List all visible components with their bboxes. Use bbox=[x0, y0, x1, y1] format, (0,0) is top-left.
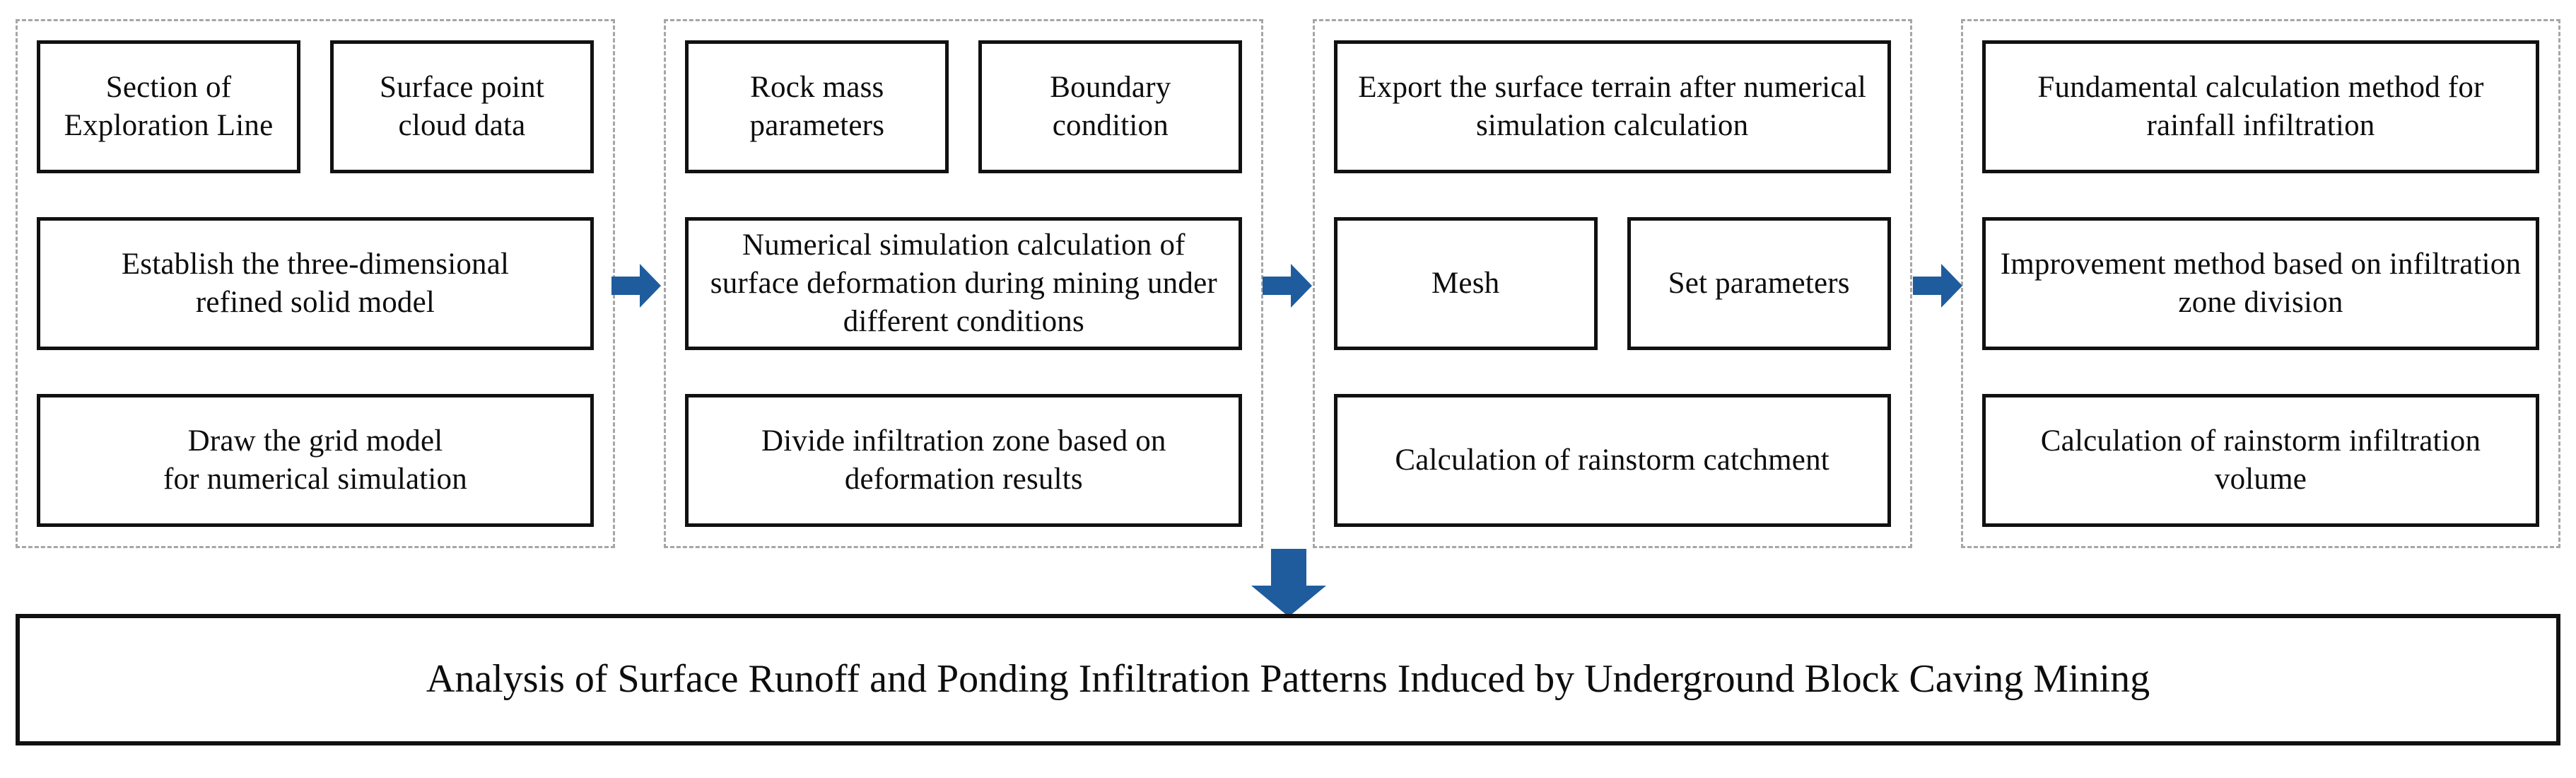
stage2-row-1: Rock mass parameters Boundary condition bbox=[685, 40, 1243, 173]
node-line-2: volume bbox=[2214, 463, 2307, 496]
node-line-2: refined solid model bbox=[195, 286, 435, 319]
node-calculation-of-rainstorm-infiltration-volume[interactable]: Calculation of rainstorm infiltration vo… bbox=[1981, 394, 2539, 527]
node-improvement-method-infiltration-zone-division[interactable]: Improvement method based on infiltration… bbox=[1981, 217, 2539, 350]
node-line-2: Exploration Line bbox=[64, 109, 274, 142]
stage1-row-2: Establish the three-dimensional refined … bbox=[37, 217, 594, 350]
stage3-row-3: Calculation of rainstorm catchment bbox=[1333, 394, 1891, 527]
stage2-row-3: Divide infiltration zone based on deform… bbox=[685, 394, 1243, 527]
node-line-1: Establish the three-dimensional bbox=[121, 247, 510, 281]
node-section-of-exploration-line[interactable]: Section of Exploration Line bbox=[37, 40, 300, 173]
stage4-row-2: Improvement method based on infiltration… bbox=[1981, 217, 2539, 350]
node-line-2: surface deformation during mining under bbox=[710, 266, 1217, 300]
node-fundamental-calculation-method-rainfall-infiltration[interactable]: Fundamental calculation method for rainf… bbox=[1981, 40, 2539, 173]
node-line-2: simulation calculation bbox=[1475, 109, 1749, 142]
node-divide-infiltration-zone[interactable]: Divide infiltration zone based on deform… bbox=[685, 394, 1243, 527]
node-export-surface-terrain[interactable]: Export the surface terrain after numeric… bbox=[1333, 40, 1891, 173]
node-line-1: Calculation of rainstorm infiltration bbox=[2040, 424, 2481, 458]
node-numerical-simulation-of-surface-deformation[interactable]: Numerical simulation calculation of surf… bbox=[685, 217, 1243, 350]
stage-three-dimensional-modeling: Section of Exploration Line Surface poin… bbox=[16, 19, 615, 548]
node-line-1: Section of bbox=[105, 70, 232, 104]
node-line-1: Improvement method based on infiltration bbox=[2000, 247, 2522, 281]
node-line-1: Divide infiltration zone based on bbox=[761, 424, 1166, 458]
conclusion-text: Analysis of Surface Runoff and Ponding I… bbox=[426, 657, 2150, 702]
stage-container-row: Section of Exploration Line Surface poin… bbox=[16, 19, 2560, 548]
node-boundary-condition[interactable]: Boundary condition bbox=[978, 40, 1243, 173]
stage1-row-1: Section of Exploration Line Surface poin… bbox=[37, 40, 594, 173]
node-line-2: for numerical simulation bbox=[163, 463, 467, 496]
node-draw-grid-model[interactable]: Draw the grid model for numerical simula… bbox=[37, 394, 594, 527]
stage1-row-3: Draw the grid model for numerical simula… bbox=[37, 394, 594, 527]
node-rock-mass-parameters[interactable]: Rock mass parameters bbox=[685, 40, 949, 173]
node-line-1: Boundary bbox=[1050, 70, 1171, 104]
node-line-2: deformation results bbox=[844, 463, 1083, 496]
node-line-3: different conditions bbox=[843, 305, 1084, 339]
arrow-right-icon bbox=[1913, 262, 1962, 309]
stage4-row-1: Fundamental calculation method for rainf… bbox=[1981, 40, 2539, 173]
node-line-2: parameters bbox=[749, 109, 885, 142]
stage4-row-3: Calculation of rainstorm infiltration vo… bbox=[1981, 394, 2539, 527]
node-line-1: Export the surface terrain after numeric… bbox=[1358, 70, 1867, 104]
arrow-right-icon bbox=[611, 262, 661, 309]
node-establish-refined-solid-model[interactable]: Establish the three-dimensional refined … bbox=[37, 217, 594, 350]
node-set-parameters[interactable]: Set parameters bbox=[1627, 217, 1891, 350]
node-line-2: cloud data bbox=[398, 109, 526, 142]
node-line-1: Mesh bbox=[1431, 266, 1500, 300]
node-line-1: Calculation of rainstorm catchment bbox=[1395, 443, 1829, 477]
arrow-down-icon bbox=[1250, 549, 1328, 617]
stage3-row-1: Export the surface terrain after numeric… bbox=[1333, 40, 1891, 173]
node-line-1: Fundamental calculation method for bbox=[2037, 70, 2484, 104]
stage-rainstorm-catchment-calculation: Export the surface terrain after numeric… bbox=[1312, 19, 1912, 548]
node-line-1: Surface point bbox=[379, 70, 545, 104]
stage-numerical-simulation: Rock mass parameters Boundary condition … bbox=[664, 19, 1264, 548]
node-line-1: Numerical simulation calculation of bbox=[742, 228, 1185, 262]
node-line-2: rainfall infiltration bbox=[2146, 109, 2375, 142]
node-line-1: Draw the grid model bbox=[187, 424, 443, 458]
node-line-2: condition bbox=[1052, 109, 1169, 142]
node-line-1: Rock mass bbox=[750, 70, 884, 104]
node-calculation-of-rainstorm-catchment[interactable]: Calculation of rainstorm catchment bbox=[1333, 394, 1891, 527]
node-line-2: zone division bbox=[2178, 286, 2343, 319]
stage2-row-2: Numerical simulation calculation of surf… bbox=[685, 217, 1243, 350]
stage3-row-2: Mesh Set parameters bbox=[1333, 217, 1891, 350]
node-mesh[interactable]: Mesh bbox=[1333, 217, 1598, 350]
conclusion-banner[interactable]: Analysis of Surface Runoff and Ponding I… bbox=[16, 614, 2560, 745]
stage-rainstorm-infiltration-calculation: Fundamental calculation method for rainf… bbox=[1960, 19, 2560, 548]
arrow-right-icon bbox=[1263, 262, 1312, 309]
node-surface-point-cloud-data[interactable]: Surface point cloud data bbox=[330, 40, 594, 173]
node-line-1: Set parameters bbox=[1668, 266, 1850, 300]
